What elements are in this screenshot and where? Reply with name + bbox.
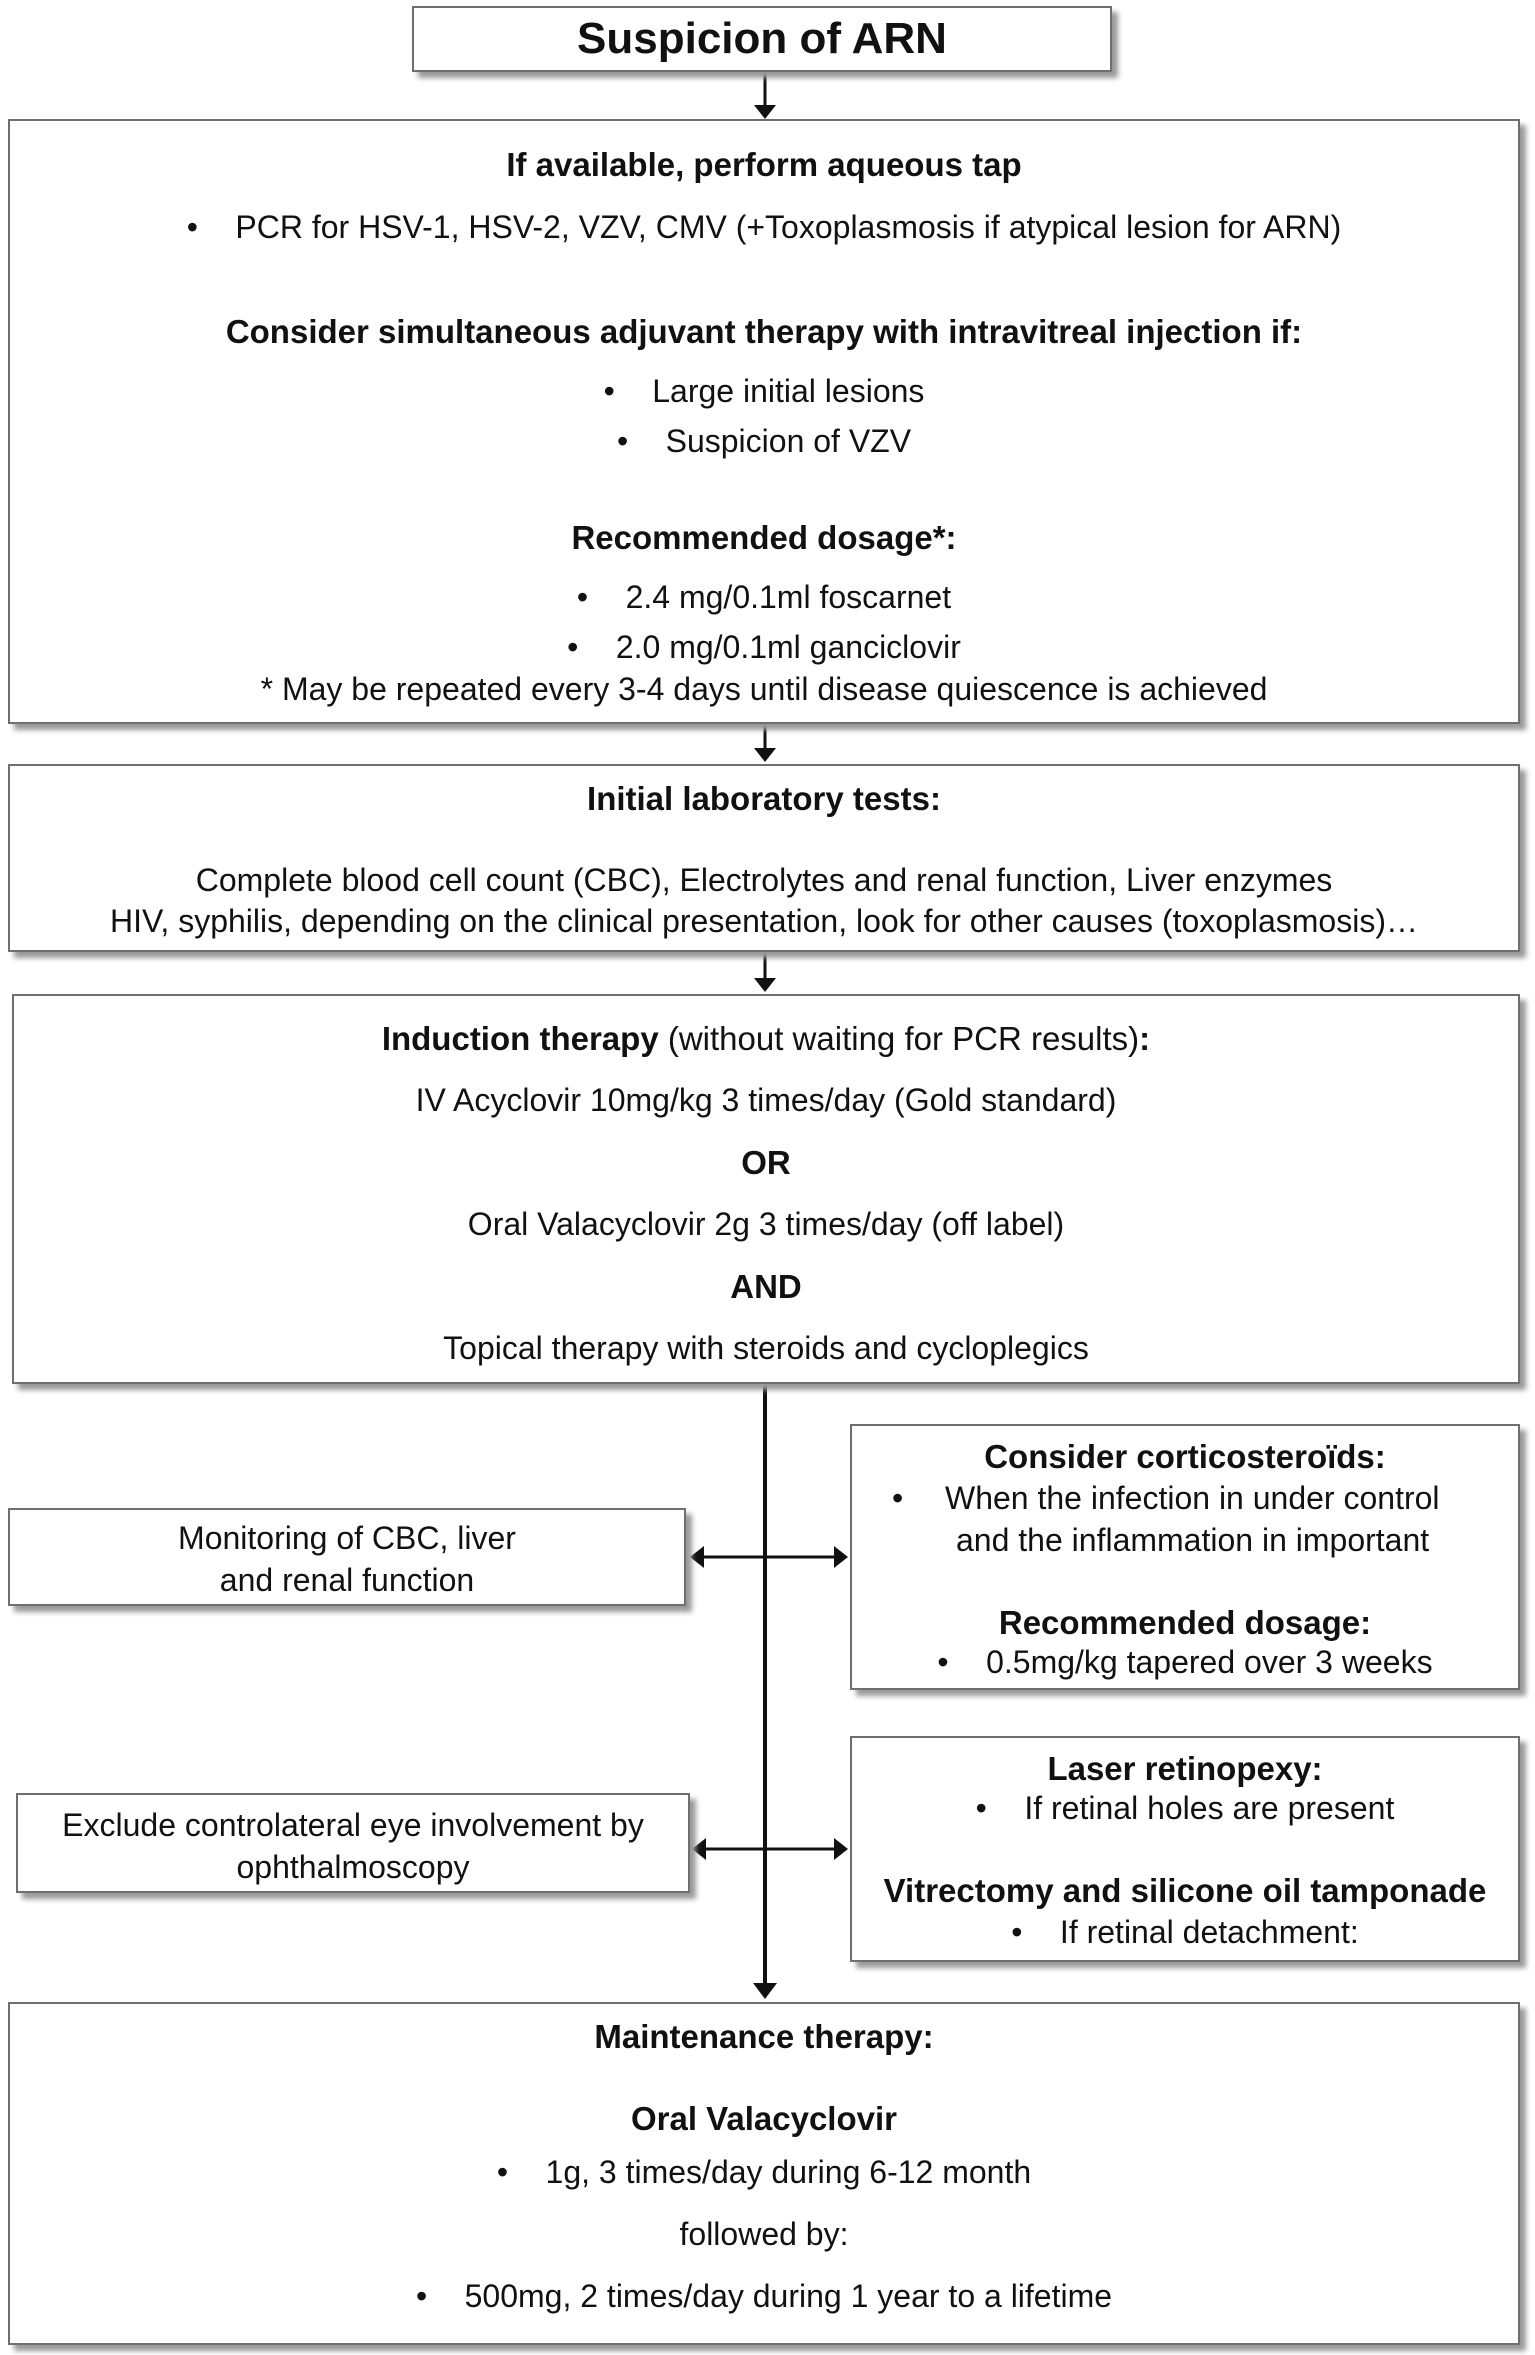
- monitoring-text: and renal function: [219, 1562, 475, 1598]
- bullet: •: [186, 209, 198, 245]
- maintenance-heading: Maintenance therapy:: [594, 2018, 934, 2055]
- adjuvant-item: • Suspicion of VZV: [616, 423, 912, 459]
- bullet: •: [567, 629, 579, 665]
- arrow-exclude-laser: [692, 1838, 848, 1860]
- monitoring-text: Monitoring of CBC, liver: [178, 1520, 516, 1556]
- exclude-box: Exclude controlateral eye involvement by…: [16, 1793, 690, 1893]
- bullet: •: [496, 2154, 509, 2190]
- exclude-text: Exclude controlateral eye involvement by: [62, 1807, 644, 1843]
- cortico-heading: Consider corticosteroïds:: [984, 1438, 1386, 1475]
- suspicion-box: Suspicion of ARN: [412, 6, 1112, 72]
- tap-dosage-heading: Recommended dosage*:: [571, 519, 957, 556]
- adjuvant-heading: Consider simultaneous adjuvant therapy w…: [225, 313, 1303, 350]
- bullet: •: [415, 2278, 428, 2314]
- laser-item: • If retinal holes are present: [975, 1790, 1395, 1826]
- aqueous-tap-box: If available, perform aqueous tap • PCR …: [8, 119, 1520, 724]
- laser-vitrectomy-box: Laser retinopexy: • If retinal holes are…: [850, 1736, 1520, 1962]
- exclude-text: ophthalmoscopy: [236, 1849, 470, 1885]
- adjuvant-item: • Large initial lesions: [603, 373, 925, 409]
- tap-dosage-item: • 2.0 mg/0.1ml ganciclovir: [567, 629, 961, 665]
- maintenance-item: • 500mg, 2 times/day during 1 year to a …: [415, 2278, 1113, 2314]
- tap-dosage-item: • 2.4 mg/0.1ml foscarnet: [576, 579, 952, 615]
- lab-tests-box: Initial laboratory tests: Complete blood…: [8, 764, 1520, 952]
- lab-tests-line: HIV, syphilis, depending on the clinical…: [110, 903, 1418, 939]
- induction-or: OR: [741, 1144, 791, 1181]
- corticosteroids-box: Consider corticosteroïds: • When the inf…: [850, 1424, 1520, 1690]
- laser-heading: Laser retinopexy:: [1047, 1750, 1323, 1787]
- maintenance-drug: Oral Valacyclovir: [630, 2100, 897, 2137]
- aqueous-tap-heading: If available, perform aqueous tap: [506, 146, 1022, 183]
- vitrectomy-heading: Vitrectomy and silicone oil tamponade: [883, 1872, 1487, 1909]
- arrow-top-to-tap: [754, 72, 776, 119]
- bullet: •: [616, 423, 629, 459]
- pcr-item: • PCR for HSV-1, HSV-2, VZV, CMV (+Toxop…: [186, 209, 1342, 245]
- induction-option-iv: IV Acyclovir 10mg/kg 3 times/day (Gold s…: [415, 1082, 1117, 1118]
- cortico-dosage-heading: Recommended dosage:: [998, 1604, 1372, 1641]
- arrow-monitoring-cortico: [690, 1546, 848, 1568]
- cortico-item: When the infection in under control: [945, 1480, 1440, 1516]
- bullet: •: [1011, 1914, 1023, 1950]
- arrow-induction-to-maintenance: [753, 1384, 777, 1999]
- maintenance-item: • 1g, 3 times/day during 6-12 month: [496, 2154, 1032, 2190]
- bullet: •: [892, 1480, 904, 1516]
- arrow-tap-to-labs: [754, 724, 776, 762]
- induction-box: Induction therapy (without waiting for P…: [12, 994, 1520, 1384]
- bullet: •: [603, 373, 615, 409]
- suspicion-title: Suspicion of ARN: [577, 14, 947, 63]
- lab-tests-heading: Initial laboratory tests:: [587, 780, 941, 817]
- bullet: •: [975, 1790, 987, 1826]
- induction-heading: Induction therapy (without waiting for P…: [381, 1020, 1151, 1057]
- cortico-item: and the inflammation in important: [956, 1522, 1430, 1558]
- monitoring-box: Monitoring of CBC, liver and renal funct…: [8, 1508, 686, 1606]
- lab-tests-line: Complete blood cell count (CBC), Electro…: [195, 862, 1333, 898]
- bullet: •: [937, 1644, 949, 1680]
- induction-option-oral: Oral Valacyclovir 2g 3 times/day (off la…: [467, 1206, 1065, 1242]
- tap-footnote: * May be repeated every 3-4 days until d…: [260, 671, 1268, 707]
- induction-and: AND: [730, 1268, 802, 1305]
- maintenance-followed: followed by:: [679, 2216, 849, 2252]
- maintenance-box: Maintenance therapy: Oral Valacyclovir •…: [8, 2002, 1520, 2345]
- cortico-dosage-item: • 0.5mg/kg tapered over 3 weeks: [937, 1644, 1433, 1680]
- bullet: •: [576, 579, 589, 615]
- induction-topical: Topical therapy with steroids and cyclop…: [443, 1330, 1089, 1366]
- arrow-labs-to-induction: [754, 952, 776, 992]
- vitrectomy-item: • If retinal detachment:: [1011, 1914, 1359, 1950]
